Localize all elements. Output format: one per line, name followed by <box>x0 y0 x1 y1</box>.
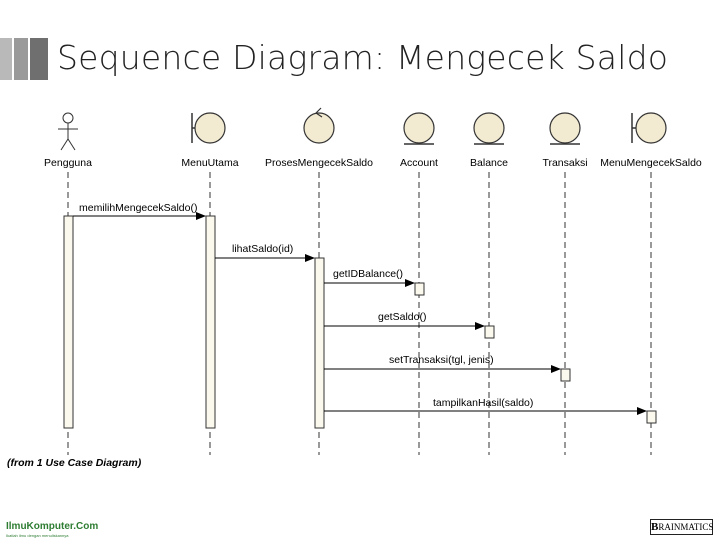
message-label: tampilkanHasil(saldo) <box>433 397 533 409</box>
lifeline-proses-mengecek-saldo: ProsesMengecekSaldo <box>265 107 373 455</box>
footer-site-name: IlmuKomputer.Com <box>6 521 99 532</box>
message-label: getIDBalance() <box>333 268 403 280</box>
message: getIDBalance() <box>324 268 415 287</box>
activation-bar <box>314 257 325 429</box>
lifeline-balance: Balance <box>470 112 508 455</box>
footer-logo-brainmatics: BRAINMATICS <box>650 519 713 535</box>
message-label: setTransaksi(tgl, jenis) <box>389 354 494 366</box>
footer-tagline: Ikatlah ilmu dengan menuliskannya <box>6 533 69 538</box>
footer-logo-ilmukomputer: IlmuKomputer.Com Ikatlah ilmu dengan men… <box>6 516 98 538</box>
lifeline-transaksi: Transaksi <box>542 112 588 455</box>
boundary-icon <box>631 112 667 144</box>
lifeline-label: Transaksi <box>542 157 587 169</box>
logo-initial: B <box>651 521 659 533</box>
activation-bar <box>646 410 657 424</box>
activation-bar <box>560 368 571 382</box>
message: tampilkanHasil(saldo) <box>324 397 647 415</box>
control-icon <box>303 107 335 144</box>
slide-title: Sequence Diagram: Mengecek Saldo <box>57 38 669 77</box>
message-label: memilihMengecekSaldo() <box>79 202 197 214</box>
entity-icon <box>549 112 581 145</box>
diagram-note: (from 1 Use Case Diagram) <box>7 457 142 469</box>
lifeline-menu-mengecek-saldo: MenuMengecekSaldo <box>600 112 702 455</box>
boundary-icon <box>191 112 226 144</box>
lifeline-account: Account <box>400 112 438 455</box>
lifeline-label: MenuUtama <box>181 157 238 169</box>
lifeline-pengguna: Pengguna <box>44 112 92 455</box>
activation-bar <box>205 215 216 429</box>
entity-icon <box>473 112 505 145</box>
accent-bar <box>14 38 28 80</box>
accent-bar <box>0 38 12 80</box>
lifeline-menu-utama: MenuUtama <box>181 112 239 455</box>
actor-icon <box>58 112 78 151</box>
message-label: getSaldo() <box>378 311 426 323</box>
lifeline-label: ProsesMengecekSaldo <box>265 157 373 169</box>
logo-rest: RAINMATICS <box>658 522 714 532</box>
entity-icon <box>403 112 435 145</box>
activation-bar <box>414 282 425 296</box>
message: getSaldo() <box>324 311 485 330</box>
message-label: lihatSaldo(id) <box>232 243 293 255</box>
activation-bar <box>484 325 495 339</box>
message: memilihMengecekSaldo() <box>73 202 206 220</box>
lifeline-label: Balance <box>470 157 508 169</box>
lifeline-label: Account <box>400 157 438 169</box>
message: setTransaksi(tgl, jenis) <box>324 354 561 373</box>
accent-bar <box>30 38 48 80</box>
activation-bar <box>63 215 74 429</box>
message: lihatSaldo(id) <box>215 243 315 262</box>
title-accent-bars <box>0 38 50 80</box>
lifeline-label: Pengguna <box>44 157 92 169</box>
lifeline-label: MenuMengecekSaldo <box>600 157 702 169</box>
